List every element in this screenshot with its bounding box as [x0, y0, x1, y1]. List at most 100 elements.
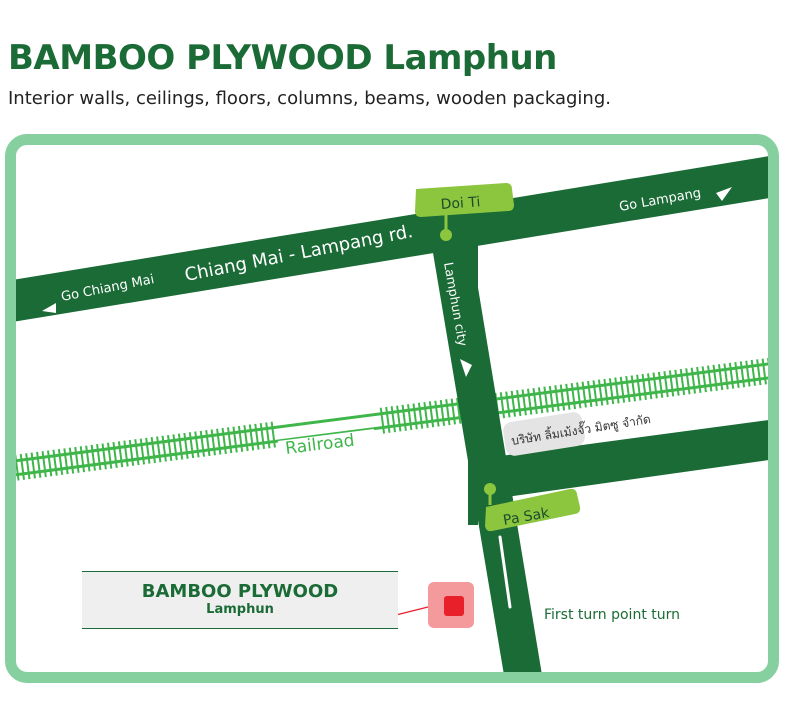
- railroad-tie: [527, 388, 533, 415]
- location-marker-icon[interactable]: [428, 582, 474, 628]
- railroad-tie: [90, 444, 96, 471]
- road-side-connector[interactable]: [468, 229, 478, 525]
- railroad-tie: [636, 374, 642, 401]
- railroad-tie: [96, 444, 102, 471]
- railroad-tie: [407, 404, 413, 431]
- railroad-tie: [210, 429, 216, 456]
- railroad-tie: [194, 431, 200, 458]
- railroad-tie: [117, 441, 124, 468]
- railroad-label: Railroad: [284, 431, 355, 459]
- railroad-tie: [150, 437, 156, 464]
- railroad-tie: [434, 400, 440, 427]
- map-frame: Chiang Mai - Lampang rd. Go Chiang Mai G…: [5, 134, 779, 683]
- railroad-tie: [450, 398, 456, 425]
- railroad-tie: [641, 373, 647, 400]
- railroad-tie: [717, 364, 724, 391]
- destination-sub: Lamphun: [206, 602, 274, 617]
- railroad-tie: [25, 453, 31, 480]
- railroad-tie: [396, 405, 402, 432]
- railroad-tie: [674, 369, 680, 396]
- railroad-tie: [565, 383, 571, 410]
- railroad-tie: [106, 442, 113, 469]
- railroad-tie: [177, 433, 184, 460]
- railroad-label-gap: [278, 429, 376, 461]
- road-pa-sak[interactable]: [478, 419, 768, 501]
- road-chiang-mai-lampang[interactable]: [16, 155, 768, 323]
- railroad-tie: [663, 371, 669, 398]
- railroad-tie: [30, 452, 36, 479]
- railroad-tie: [270, 421, 276, 448]
- railroad-tie: [85, 445, 91, 472]
- railroad-tie: [734, 361, 740, 389]
- railroad-tie: [417, 402, 424, 429]
- railroad-tie: [36, 451, 42, 478]
- doi-ti-marker[interactable]: Doi Ti: [415, 183, 514, 241]
- road-lamphun-city[interactable]: [430, 227, 542, 672]
- railroad-tie: [439, 399, 446, 426]
- railroad-tie: [172, 434, 178, 461]
- railroad-tie: [521, 389, 527, 416]
- railroad-tie: [505, 391, 511, 418]
- railroad-tie: [167, 434, 173, 461]
- railroad-tie: [428, 401, 435, 428]
- railroad-tie: [46, 450, 53, 477]
- railroad-tie: [543, 386, 549, 413]
- page-subtitle: Interior walls, ceilings, floors, column…: [8, 88, 611, 109]
- railroad-tie: [619, 376, 626, 403]
- railroad-tie: [456, 397, 462, 424]
- railroad-tie: [728, 362, 735, 389]
- railroad-tie: [510, 390, 516, 417]
- railroad-tie: [79, 446, 86, 473]
- railroad-tie: [57, 448, 64, 476]
- railroad-tie: [145, 437, 151, 464]
- railroad-tie: [183, 432, 189, 459]
- doi-ti-label: Doi Ti: [440, 194, 481, 213]
- railroad-tie: [647, 373, 653, 400]
- page-title: BAMBOO PLYWOOD Lamphun: [8, 38, 557, 78]
- railroad-tie: [265, 422, 271, 449]
- railroad-tie: [385, 406, 391, 433]
- railroad-tie: [205, 430, 211, 457]
- railroad-tie: [592, 380, 598, 407]
- railroad-tie: [232, 426, 238, 453]
- arrow-direction-icon: [42, 303, 56, 313]
- railroad-tie: [625, 376, 631, 403]
- railroad-tie: [199, 430, 206, 457]
- railroad-tie: [123, 440, 129, 467]
- railroad-tie: [707, 365, 713, 392]
- railroad-tie: [690, 367, 696, 394]
- railroad-tie: [161, 435, 167, 462]
- railroad-tie: [559, 384, 566, 411]
- railroad-tie: [532, 387, 538, 414]
- railroad-tie: [423, 401, 429, 429]
- railroad-tie: [188, 432, 195, 459]
- railroad-tie: [608, 378, 615, 405]
- first-turn-label: First turn point turn: [544, 607, 680, 623]
- railroad-tie: [74, 446, 80, 473]
- railroad-tie: [227, 427, 233, 454]
- railroad-tie: [101, 443, 107, 470]
- railroad-tie: [254, 423, 260, 450]
- railroad-tie: [696, 366, 702, 393]
- railroad-tie: [597, 379, 604, 406]
- railroad-tie: [657, 371, 664, 398]
- railroad-tie: [112, 441, 118, 468]
- railroad-tie: [499, 392, 506, 419]
- railroad-tie: [52, 449, 58, 476]
- railroad-tie: [685, 368, 691, 395]
- railroad-tie: [652, 372, 658, 399]
- railroad-tie: [68, 447, 75, 474]
- railroad-tie: [679, 369, 686, 396]
- railroad-tie: [237, 425, 244, 452]
- railroad-tie: [221, 427, 227, 454]
- railroad-tie: [745, 360, 751, 387]
- railroad-tie: [248, 424, 255, 451]
- railroad-tie: [712, 364, 718, 391]
- destination-label-box[interactable]: BAMBOO PLYWOOD Lamphun: [82, 571, 398, 629]
- railroad-tie: [445, 399, 451, 426]
- railroad-tie: [701, 366, 707, 393]
- railroad-tie: [243, 425, 249, 452]
- railroad-tie: [630, 375, 636, 402]
- railroad-tie: [516, 390, 522, 417]
- railroad-tie: [581, 381, 587, 408]
